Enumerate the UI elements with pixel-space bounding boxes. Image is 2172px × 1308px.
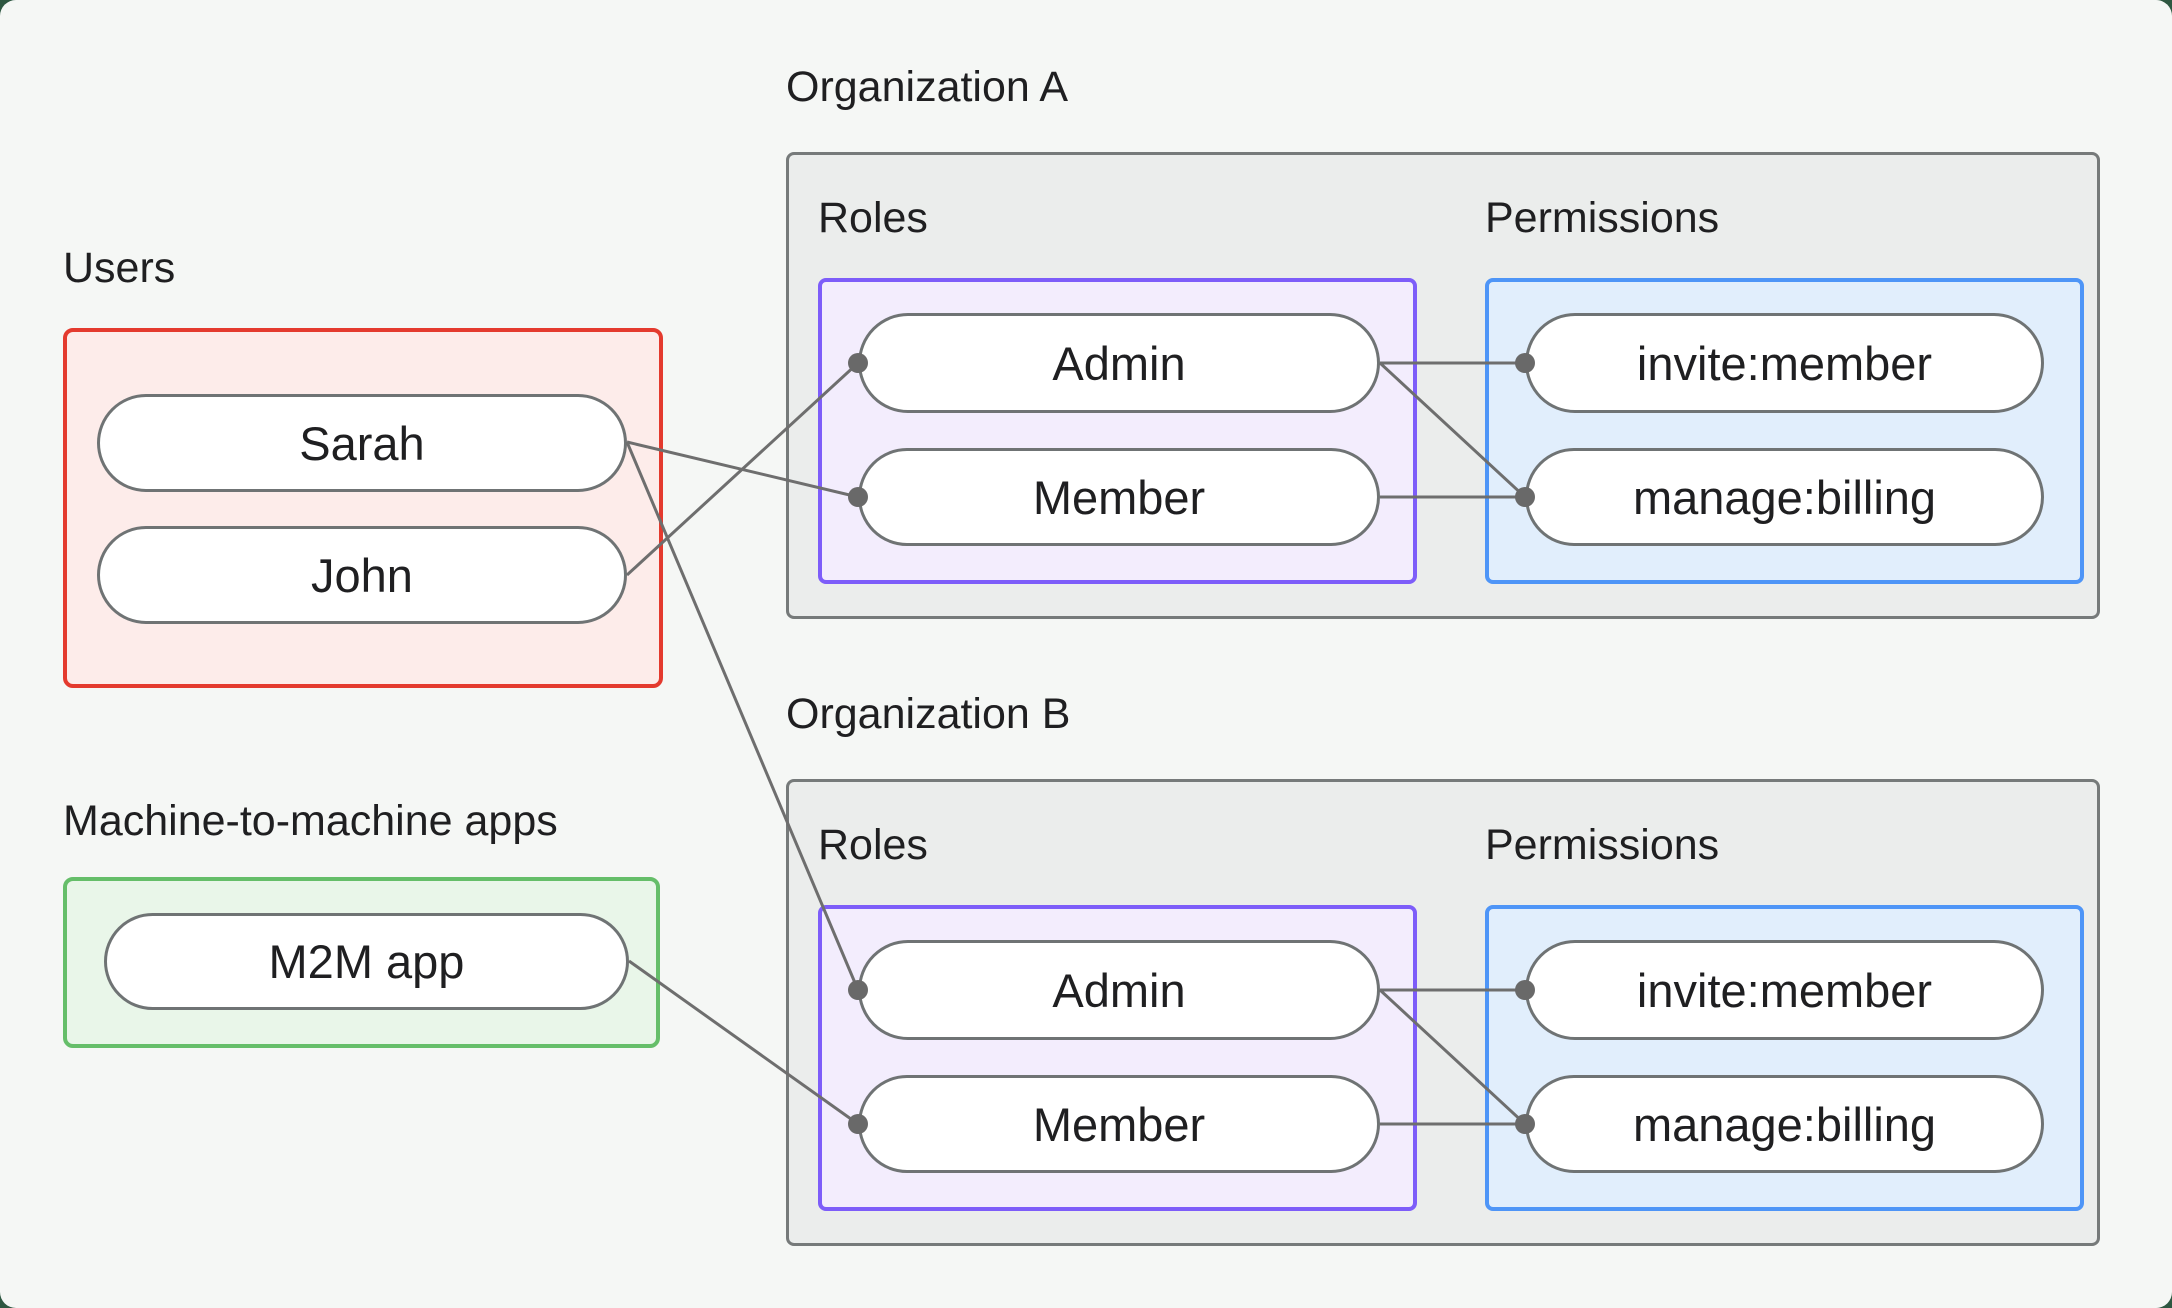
user-node-john-label: John [311,548,413,602]
org-a-title: Organization A [786,63,1069,111]
org-b-permissions-label: Permissions [1485,821,1720,869]
org-a-roles-label: Roles [818,194,928,242]
org-b-title: Organization B [786,690,1071,738]
user-node-john: John [97,526,627,624]
org-b-permission-invite-member-label: invite:member [1636,963,1933,1017]
org-b-role-member: Member [858,1075,1380,1173]
user-node-sarah-label: Sarah [299,416,425,470]
org-a-permission-manage-billing-label: manage:billing [1632,470,1937,524]
m2m-app-node-label: M2M app [268,935,465,988]
m2m-group-title: Machine-to-machine apps [63,797,558,845]
users-group-box [63,328,663,688]
org-a-permission-invite-member-label: invite:member [1636,336,1933,390]
org-a-role-admin: Admin [858,313,1380,413]
org-a-role-member-label: Member [1032,470,1206,524]
org-a-permission-invite-member: invite:member [1525,313,2044,413]
org-b-role-member-label: Member [1032,1097,1206,1151]
org-b-permission-manage-billing: manage:billing [1525,1075,2044,1173]
org-a-permission-manage-billing: manage:billing [1525,448,2044,546]
org-a-role-member: Member [858,448,1380,546]
org-b-role-admin: Admin [858,940,1380,1040]
user-node-sarah: Sarah [97,394,627,492]
m2m-app-node: M2M app [104,913,629,1010]
org-a-permissions-label: Permissions [1485,194,1720,242]
org-a-role-admin-label: Admin [1052,336,1186,390]
org-b-roles-label: Roles [818,821,928,869]
org-b-permission-invite-member: invite:member [1525,940,2044,1040]
users-group-title: Users [63,244,176,292]
org-b-role-admin-label: Admin [1052,963,1186,1017]
org-b-permission-manage-billing-label: manage:billing [1632,1097,1937,1151]
